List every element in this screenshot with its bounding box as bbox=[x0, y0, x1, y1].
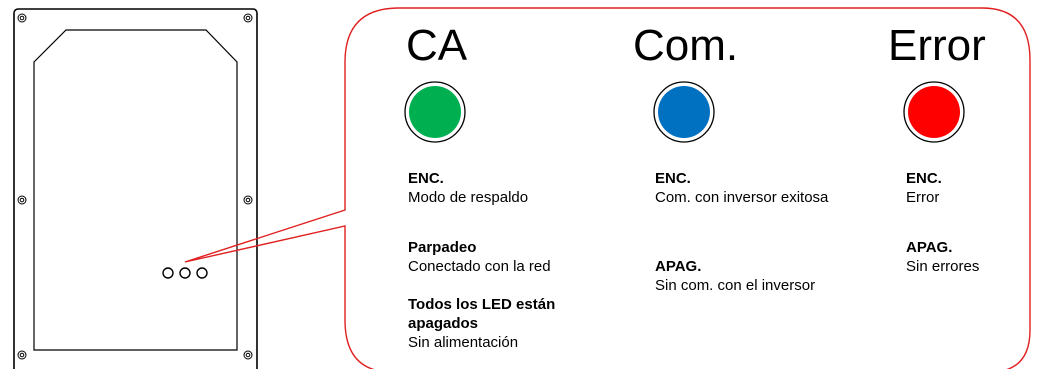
status-ca-all-off: Todos los LED están apagados Sin aliment… bbox=[408, 295, 593, 352]
state-label: ENC. bbox=[906, 170, 942, 187]
device-led-com bbox=[179, 267, 191, 279]
state-label: Parpadeo bbox=[408, 239, 477, 256]
state-description: Modo de respaldo bbox=[408, 189, 529, 206]
state-description: Sin errores bbox=[906, 258, 980, 275]
led-com-icon bbox=[653, 81, 715, 143]
status-error-on: ENC. Error bbox=[906, 169, 1026, 207]
state-label: APAG. bbox=[906, 239, 953, 256]
state-label: ENC. bbox=[655, 170, 691, 187]
led-ca-icon bbox=[404, 81, 466, 143]
state-description: Sin com. con el inversor bbox=[655, 277, 816, 294]
status-com-off: APAG. Sin com. con el inversor bbox=[655, 257, 885, 295]
state-label: Todos los LED están apagados bbox=[408, 296, 556, 332]
state-label: APAG. bbox=[655, 258, 702, 275]
state-description: Error bbox=[906, 189, 940, 206]
led-title-error: Error bbox=[888, 21, 986, 70]
state-description: Sin alimentación bbox=[408, 334, 519, 351]
status-ca-on: ENC. Modo de respaldo bbox=[408, 169, 628, 207]
status-error-off: APAG. Sin errores bbox=[906, 238, 1026, 276]
led-error-icon bbox=[903, 81, 965, 143]
state-description: Conectado con la red bbox=[408, 258, 551, 275]
led-title-ca: CA bbox=[406, 21, 468, 70]
led-title-com: Com. bbox=[633, 21, 739, 70]
device-led-indicators bbox=[162, 267, 208, 279]
device-led-error bbox=[196, 267, 208, 279]
device-enclosure bbox=[13, 8, 258, 369]
device-cover-outline bbox=[33, 29, 238, 351]
status-ca-blink: Parpadeo Conectado con la red bbox=[408, 238, 628, 276]
status-com-on: ENC. Com. con inversor exitosa bbox=[655, 169, 845, 207]
state-label: ENC. bbox=[408, 170, 444, 187]
callout-bubble bbox=[184, 7, 1031, 369]
screw-icon bbox=[17, 13, 253, 360]
state-description: Com. con inversor exitosa bbox=[655, 189, 829, 206]
device-led-ca bbox=[162, 267, 174, 279]
